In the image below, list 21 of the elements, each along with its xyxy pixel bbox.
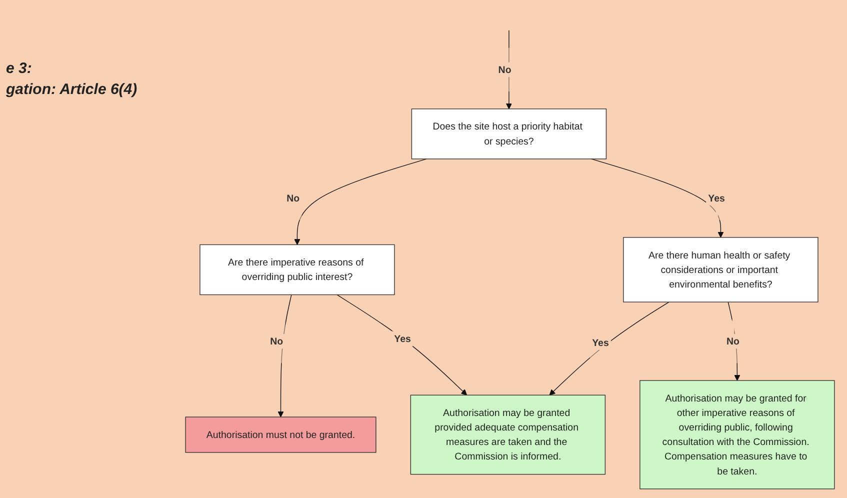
edge-label: No bbox=[286, 192, 300, 204]
node-box: Does the site host a priority habitat or species? bbox=[411, 108, 607, 160]
node-box: Authorisation may be granted provided adequate compensation measures are taken and the Commission is informed. bbox=[410, 394, 606, 474]
node-box: Authorisation may be granted for other imperative reasons of overriding public, following consultation with the Commission. Compensation measures have to be taken. bbox=[640, 380, 835, 489]
node-box: Are there imperative reasons of overriding public interest? bbox=[200, 244, 395, 295]
edge-label: No bbox=[726, 335, 740, 346]
node-box: Are there human health or safety considerations or important environmental benefits? bbox=[623, 236, 818, 302]
heading-text: gation: Article 6(4) bbox=[6, 81, 138, 98]
node-box: Authorisation must not be granted. bbox=[185, 416, 376, 453]
arrow bbox=[336, 294, 468, 396]
edge-label: Yes bbox=[708, 192, 725, 204]
arrow bbox=[591, 158, 724, 238]
edge-label: No bbox=[498, 64, 512, 75]
arrow bbox=[278, 294, 292, 418]
arrow bbox=[506, 30, 512, 109]
edge-label: Yes bbox=[592, 336, 609, 348]
arrow bbox=[549, 301, 670, 396]
arrow bbox=[294, 158, 427, 245]
edge-label: No bbox=[270, 335, 284, 346]
edge-label: Yes bbox=[394, 332, 411, 344]
heading-text: e 3: bbox=[6, 60, 33, 77]
